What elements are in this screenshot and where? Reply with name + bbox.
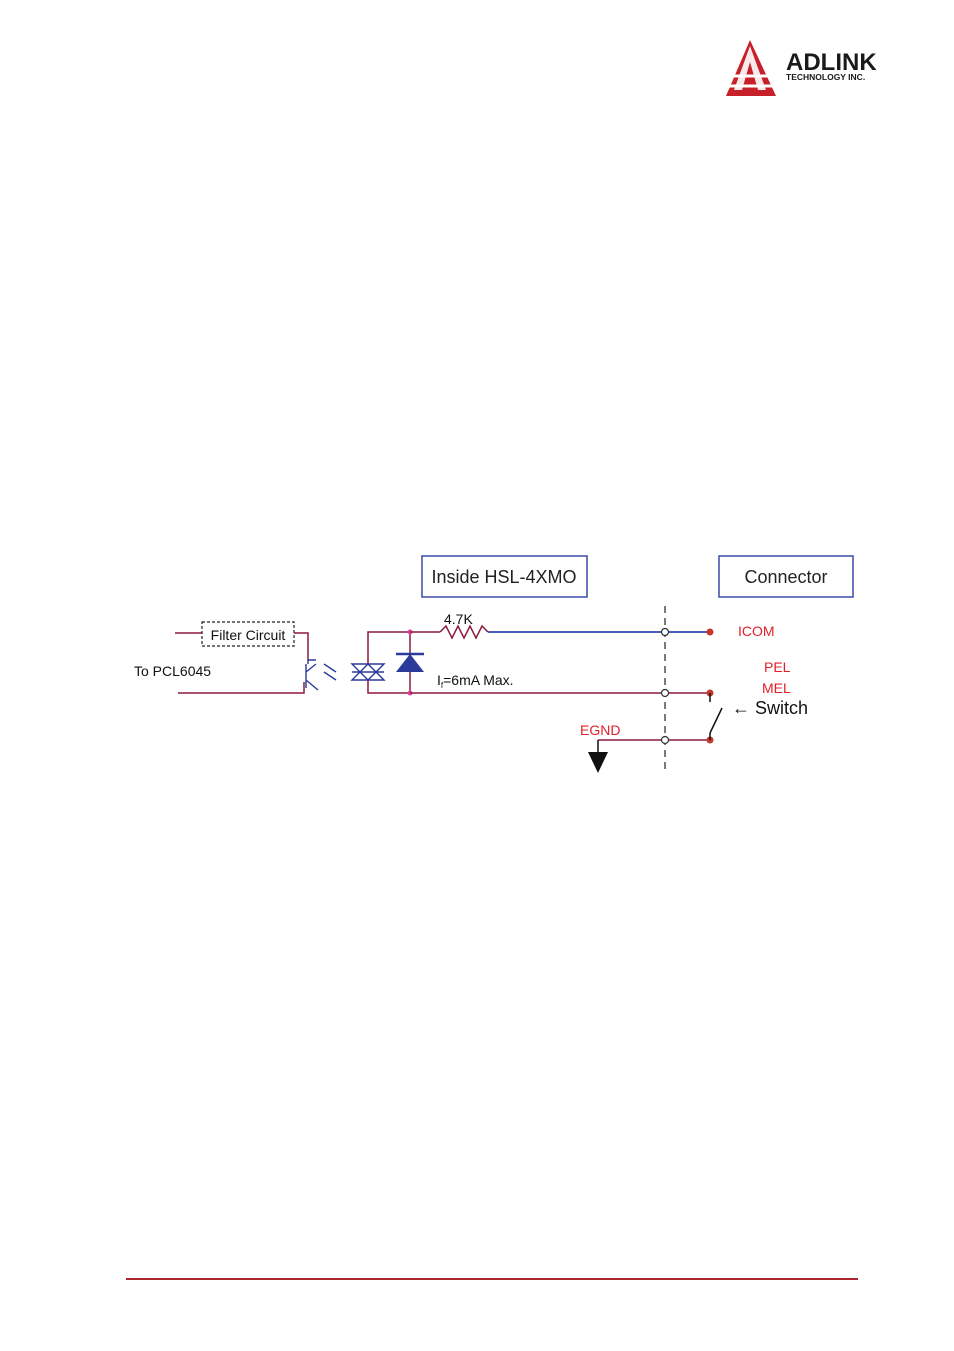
icom-label: ICOM [738, 623, 775, 639]
inside-box: Inside HSL-4XMO [422, 556, 587, 597]
wire-opto-return [368, 680, 410, 693]
filter-circuit-label: Filter Circuit [211, 627, 286, 643]
footer-rule [126, 1278, 858, 1280]
resistor-label: 4.7K [444, 611, 473, 627]
terminal-egnd-node [662, 737, 669, 744]
current-label: If=6mA Max. [437, 672, 514, 690]
egnd-label: EGND [580, 722, 620, 738]
wire-opto-loop [368, 632, 410, 664]
current-label-rest: =6mA Max. [443, 672, 513, 688]
connector-box: Connector [719, 556, 853, 597]
mel-label: MEL [762, 680, 791, 696]
terminal-pel-node [662, 690, 669, 697]
ground-icon [588, 752, 608, 773]
pin-icom [707, 629, 714, 636]
inside-box-label: Inside HSL-4XMO [431, 567, 576, 587]
terminal-icom-node [662, 629, 669, 636]
diode-icon [396, 654, 424, 672]
to-pcl6045-label: To PCL6045 [134, 663, 211, 679]
phototransistor-icon [306, 660, 336, 690]
pel-label: PEL [764, 659, 791, 675]
wire-filter-out [294, 633, 308, 660]
optocoupler-led-icon [352, 664, 384, 680]
switch-icon [710, 693, 722, 740]
connector-box-label: Connector [744, 567, 827, 587]
switch-label: ← Switch [732, 698, 808, 718]
resistor-icon [440, 626, 488, 638]
filter-circuit: Filter Circuit [202, 622, 294, 646]
wire-bottom-left [178, 682, 304, 693]
